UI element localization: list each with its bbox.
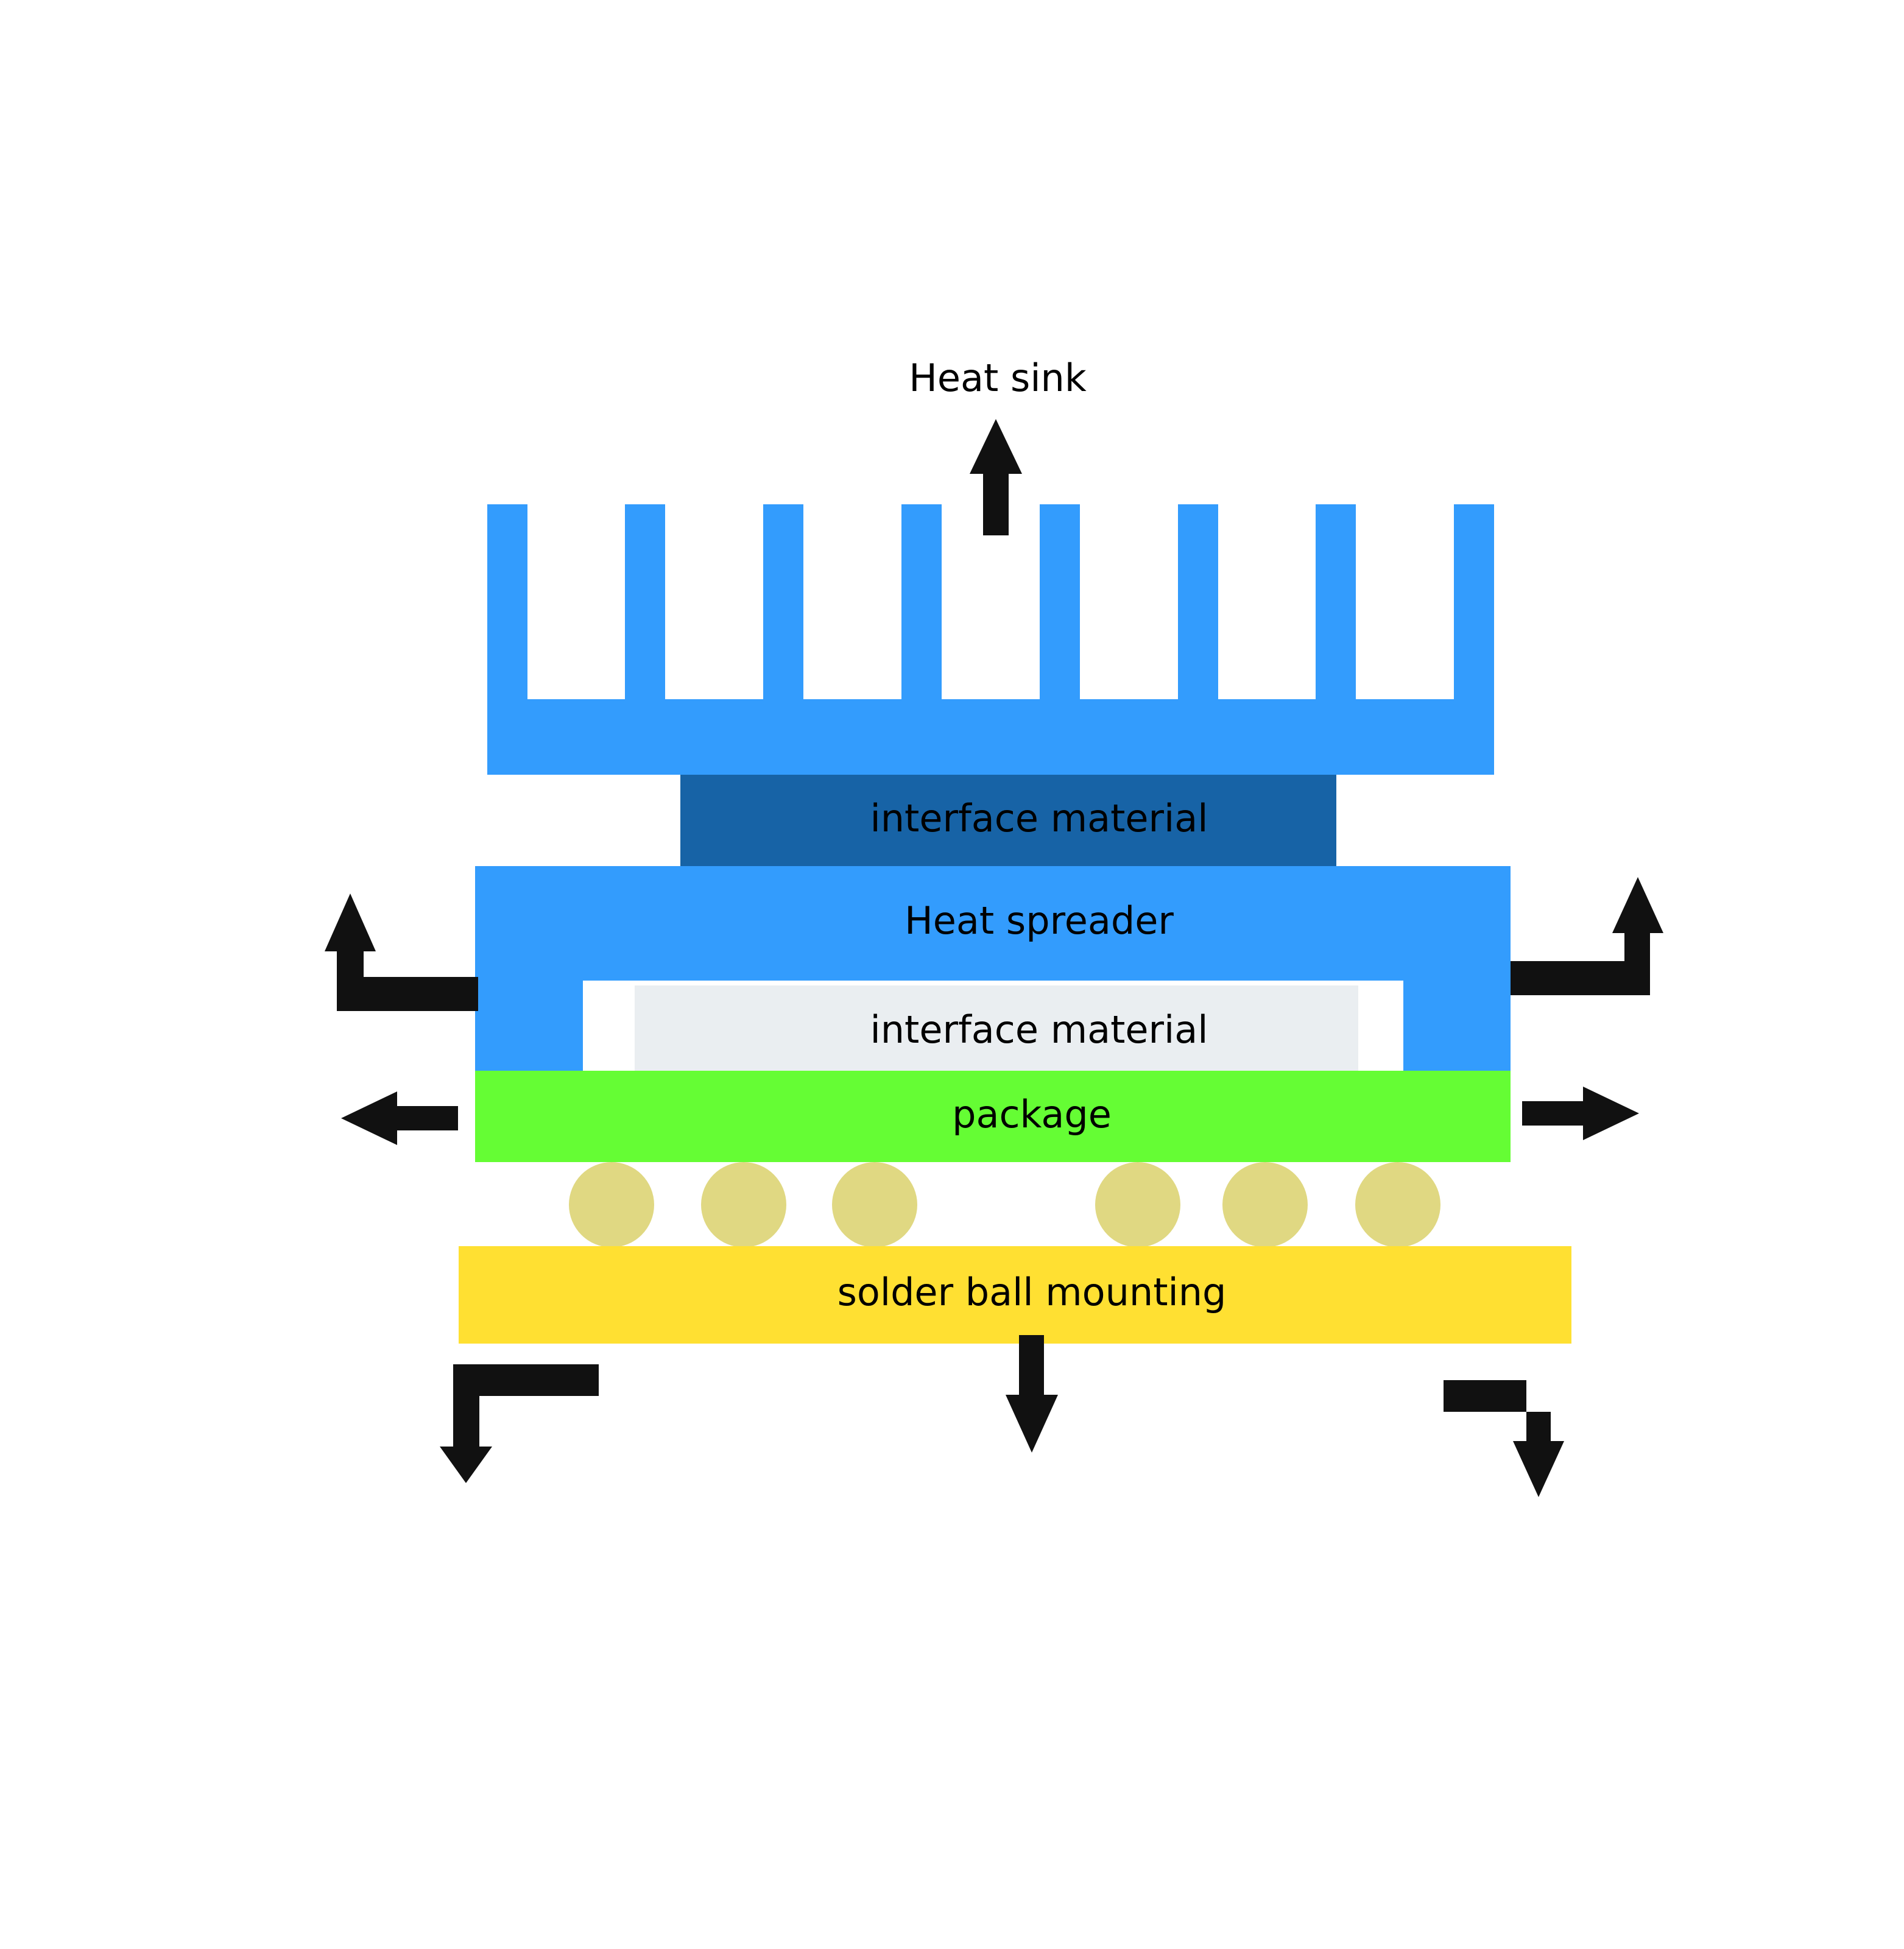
solder-ball (1222, 1162, 1308, 1247)
arrow-icon (325, 893, 478, 1011)
heat-sink-fin (487, 504, 527, 705)
heat-sink (487, 504, 1494, 775)
interface-material-top-label: interface material (870, 796, 1208, 841)
arrow-icon (970, 419, 1022, 535)
arrow-icon (1444, 1380, 1564, 1497)
heat-spreader (475, 866, 1511, 1071)
heat-sink-fin (901, 504, 942, 705)
solder-ball (1355, 1162, 1440, 1247)
solder-ball-mounting (459, 1246, 1571, 1344)
heat-flow-arrows (325, 419, 1663, 1497)
interface-material-bottom (635, 985, 1358, 1071)
arrow-icon (440, 1364, 599, 1483)
solder-ball-mounting-label: solder ball mounting (837, 1270, 1227, 1314)
heat-sink-fin (625, 504, 665, 705)
solder-ball (701, 1162, 786, 1247)
package (475, 1071, 1511, 1162)
package-label: package (952, 1092, 1112, 1137)
arrow-icon (1006, 1335, 1058, 1453)
heat-sink-fin (1316, 504, 1356, 705)
interface-material-top (680, 775, 1336, 866)
heat-sink-fin (1178, 504, 1218, 705)
solder-ball (1095, 1162, 1180, 1247)
solder-balls (569, 1162, 1440, 1247)
interface-material-bottom-label: interface material (870, 1007, 1208, 1052)
arrow-icon (1522, 1087, 1639, 1140)
heat-sink-fin (763, 504, 803, 705)
heat-sink-fin (1454, 504, 1494, 705)
heat-sink-fin (1040, 504, 1080, 705)
heat-sink-base (487, 699, 1494, 775)
arrow-icon (1511, 877, 1663, 995)
heat-sink-label: Heat sink (909, 356, 1087, 400)
arrow-icon (341, 1091, 458, 1145)
solder-ball (832, 1162, 917, 1247)
solder-ball (569, 1162, 654, 1247)
heat-spreader-label: Heat spreader (904, 898, 1174, 943)
